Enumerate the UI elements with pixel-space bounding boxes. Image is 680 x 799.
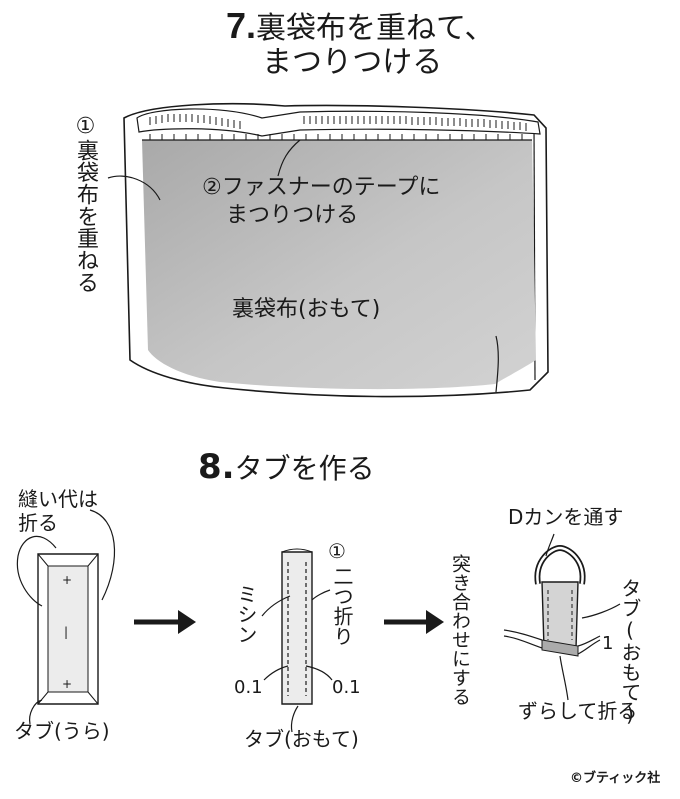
label-tape-line1: ②ファスナーのテープに bbox=[202, 175, 441, 200]
tab-back-shape: + | + bbox=[16, 509, 115, 725]
step7-title-line1: 裏袋布を重ねて、 bbox=[256, 12, 495, 45]
label-dkan: Dカンを通す bbox=[508, 505, 624, 529]
tab-folded-shape bbox=[261, 548, 333, 733]
lining-fabric bbox=[142, 134, 536, 393]
arrow-1 bbox=[134, 610, 196, 634]
label-shift-amount: 1 bbox=[602, 633, 614, 654]
label-seam-line1: 縫い代は bbox=[18, 487, 98, 511]
label-lining-front: 裏袋布(おもて) bbox=[232, 297, 381, 322]
label-butt-joint: 突き合わせにする bbox=[449, 554, 471, 706]
step8-number: 8. bbox=[198, 447, 235, 487]
label-shift-fold: ずらして折る bbox=[518, 699, 638, 723]
label-tab-back: タブ(うら) bbox=[14, 719, 110, 743]
step7-title: 7.裏袋布を重ねて、 bbox=[226, 5, 495, 46]
label-seam-line2: 折る bbox=[18, 511, 58, 535]
label-sewing: ミシン bbox=[234, 584, 258, 644]
label-fold-number: ① bbox=[328, 539, 346, 563]
label-margin-left: 0.1 bbox=[234, 677, 263, 698]
svg-text:+: + bbox=[62, 573, 72, 587]
svg-text:|: | bbox=[64, 625, 68, 639]
label-overlap-lining: ①裏袋布を重ねる bbox=[73, 114, 98, 293]
label-tab-front-vertical: タブ(おもて) bbox=[618, 578, 642, 726]
zipper-tape bbox=[136, 108, 541, 137]
svg-text:+: + bbox=[62, 677, 72, 691]
tab-dring-shape bbox=[503, 533, 621, 701]
leader-lines-step7 bbox=[107, 139, 301, 201]
credit: ©ブティック社 bbox=[570, 771, 661, 786]
label-fold-half: 二つ折り bbox=[330, 566, 354, 646]
step8-title-text: タブを作る bbox=[234, 452, 375, 485]
label-tab-front: タブ(おもて) bbox=[244, 727, 359, 751]
step8-title: 8.タブを作る bbox=[198, 448, 375, 486]
arrow-2 bbox=[384, 610, 444, 634]
label-margin-right: 0.1 bbox=[332, 677, 361, 698]
step7-title-line2: まつりつける bbox=[262, 46, 443, 79]
step7-number: 7. bbox=[226, 5, 257, 46]
label-tape-line2: まつりつける bbox=[226, 203, 359, 228]
